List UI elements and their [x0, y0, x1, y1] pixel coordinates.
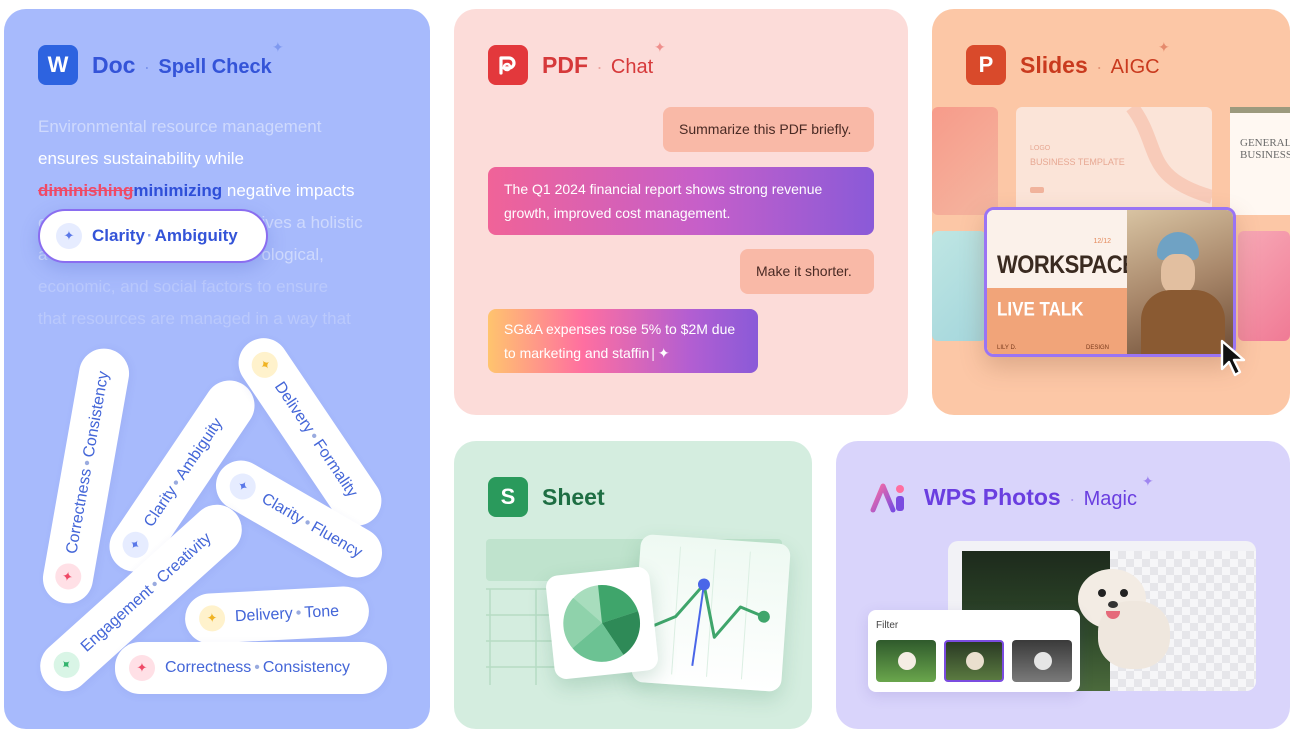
sparkle-icon: ✦	[654, 39, 666, 55]
suggested-word[interactable]: minimizing	[133, 181, 223, 200]
photos-title: WPS Photos	[924, 483, 1061, 510]
ppt-icon: P	[966, 45, 1006, 85]
generated-slide-preview[interactable]: 12/12 WORKSPACE LIVE TALK LILY D. DESIGN	[984, 207, 1236, 357]
doc-spell-check-card[interactable]: W Doc · Spell Check ✦ Environmental reso…	[4, 9, 430, 729]
sparkle-icon: ✦	[657, 345, 670, 361]
slide-photo	[1127, 210, 1233, 354]
slides-title: Slides	[1020, 51, 1088, 78]
sparkle-icon: ✦	[198, 604, 226, 633]
chat-message-user: Make it shorter.	[740, 249, 874, 294]
chat-message-user: Summarize this PDF briefly.	[663, 107, 874, 152]
slide-subtitle: LIVE TALK	[997, 298, 1084, 320]
slides-subtitle: AIGC	[1110, 55, 1160, 78]
sparkle-icon: ✦	[272, 39, 284, 55]
slide-thumbnail[interactable]: LOGO BUSINESS TEMPLATE	[1016, 107, 1212, 215]
sheet-card[interactable]: S Sheet	[454, 441, 812, 729]
correctness-consistency-pill[interactable]: ✦ Correctness•Consistency	[38, 344, 134, 608]
slide-title: WORKSPACE	[997, 250, 1137, 279]
sparkle-icon: ✦	[129, 655, 155, 681]
cursor-icon	[1220, 339, 1246, 377]
doc-subtitle: Spell Check	[158, 55, 272, 78]
sparkle-icon: ✦	[48, 646, 86, 684]
misspelled-word[interactable]: diminishing	[38, 181, 134, 200]
word-icon: W	[38, 45, 78, 85]
pdf-icon	[488, 45, 528, 85]
photos-card-header: WPS Photos · Magic	[870, 477, 1137, 517]
slide-thumbnail[interactable]: GENERAL BUSINESS	[1230, 107, 1290, 215]
slide-thumbnail[interactable]	[1238, 231, 1290, 341]
sparkle-icon: ✦	[1142, 473, 1154, 489]
slide-template-strip: LOGO BUSINESS TEMPLATE GENERAL BUSINESS	[932, 107, 1290, 387]
line-chart-card	[631, 533, 791, 693]
pdf-card-header: PDF · Chat	[488, 45, 653, 85]
pie-chart-card	[544, 565, 660, 681]
sparkle-icon: ✦	[53, 561, 84, 592]
typing-cursor: |	[651, 345, 655, 361]
filter-label: Filter	[876, 620, 899, 631]
sparkle-icon: ✦	[246, 346, 283, 383]
document-text: Environmental resource management ensure…	[38, 117, 363, 328]
correctness-consistency-pill-bottom[interactable]: ✦ Correctness•Consistency	[115, 642, 387, 694]
pdf-subtitle: Chat	[610, 55, 654, 78]
slides-aigc-card[interactable]: P Slides · AIGC ✦ LOGO BUSINESS TEMPLATE…	[932, 9, 1290, 415]
sparkle-icon: ✦	[56, 223, 82, 249]
photos-subtitle: Magic	[1083, 487, 1137, 510]
filter-panel: Filter	[868, 610, 1080, 692]
filter-option-mono[interactable]	[1012, 640, 1072, 682]
pdf-chat-card[interactable]: PDF · Chat ✦ Summarize this PDF briefly.…	[454, 9, 908, 415]
filter-option-selected[interactable]	[944, 640, 1004, 682]
sparkle-icon: ✦	[1158, 39, 1170, 55]
photos-icon	[870, 477, 910, 517]
filter-option-original[interactable]	[876, 640, 936, 682]
pdf-title: PDF	[542, 51, 588, 78]
chat-message-ai: The Q1 2024 financial report shows stron…	[488, 167, 874, 235]
sheet-icon: S	[488, 477, 528, 517]
delivery-tone-pill[interactable]: ✦ Delivery•Tone	[183, 585, 371, 645]
slides-card-header: P Slides · AIGC	[966, 45, 1160, 85]
wps-photos-magic-card[interactable]: WPS Photos · Magic ✦ Filter	[836, 441, 1290, 729]
sparkle-icon: ✦	[224, 468, 261, 505]
doc-title: Doc	[92, 51, 136, 78]
sheet-title: Sheet	[542, 483, 605, 510]
doc-card-header: W Doc · Spell Check	[38, 45, 272, 85]
clarity-suggestion-pill[interactable]: ✦ Clarity·Ambiguity	[38, 209, 268, 263]
slide-thumbnail[interactable]	[932, 107, 998, 215]
slide-thumbnail[interactable]	[932, 231, 986, 341]
chat-message-ai-streaming: SG&A expenses rose 5% to $2M due to mark…	[488, 309, 758, 373]
sheet-card-header: S Sheet	[488, 477, 605, 517]
